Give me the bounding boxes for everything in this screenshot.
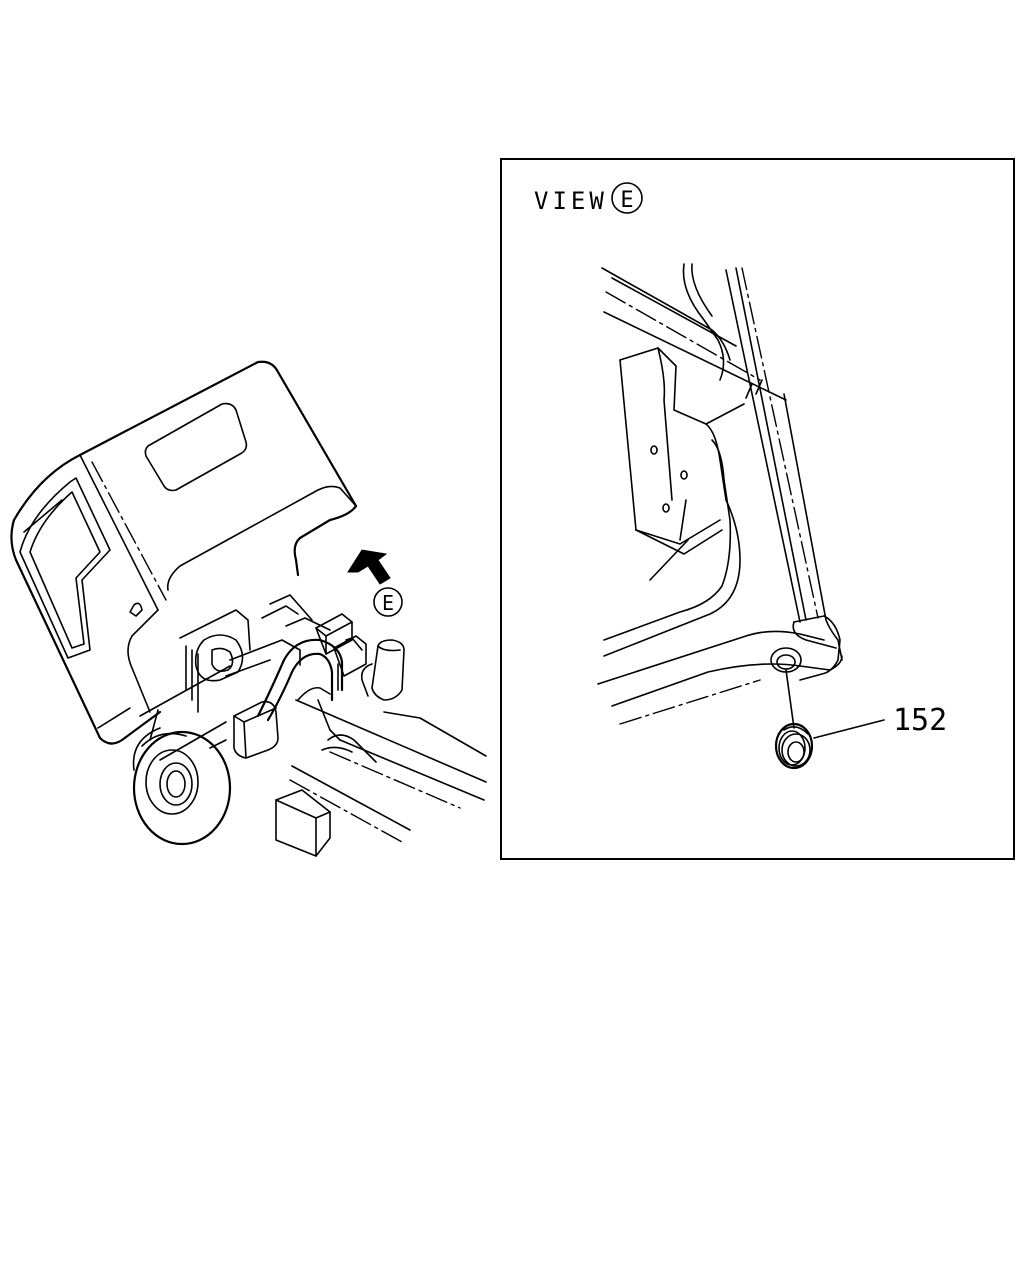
chassis-frame (139, 665, 487, 843)
view-panel-frame (500, 158, 1015, 860)
view-panel-marker-circle (611, 182, 643, 214)
part-152-grommet: 152 (774, 669, 947, 770)
engine-assembly (179, 594, 405, 759)
view-panel-marker-label: E (620, 188, 633, 213)
front-wheel (132, 727, 232, 846)
view-direction-arrow-icon (347, 549, 391, 585)
tilted-cab (10, 360, 358, 745)
truck-illustration: E (10, 360, 487, 857)
cab-mount-detail (597, 263, 843, 725)
view-panel-title: VIEW (534, 187, 608, 215)
callout-marker-label: E (382, 591, 394, 615)
callout-marker: E (373, 587, 403, 617)
storage-box (275, 789, 331, 857)
view-panel: VIEW E (500, 158, 1015, 860)
part-number-label: 152 (893, 703, 947, 738)
